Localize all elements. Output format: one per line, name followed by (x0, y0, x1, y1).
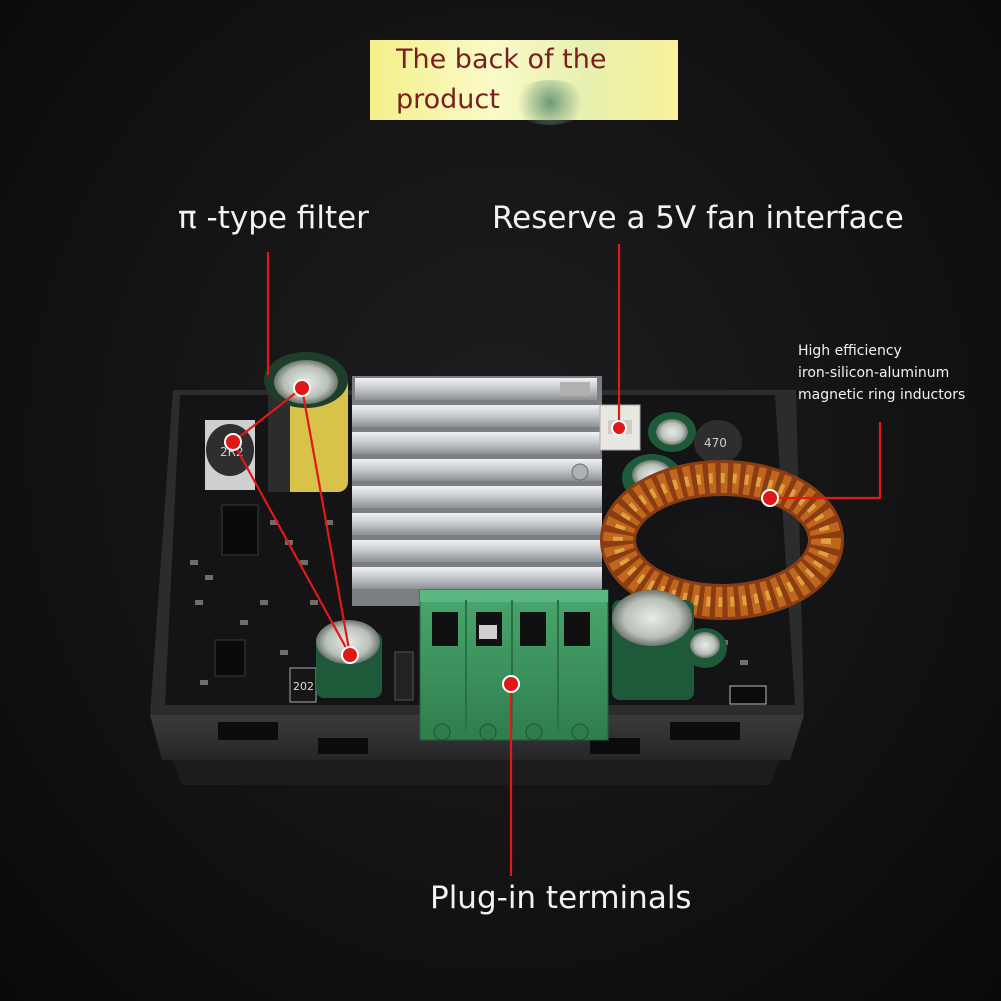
enclosure-base (172, 760, 780, 785)
callout-line-inductor (770, 422, 882, 500)
front-slot (590, 738, 640, 754)
callout-dot-capacitor (293, 379, 311, 397)
terminal-block (419, 589, 609, 741)
callout-dot-terminals (502, 675, 520, 693)
callout-dot-inductor-small (224, 433, 242, 451)
front-slot (218, 722, 278, 740)
banner-blur (510, 80, 590, 125)
callout-label-fan: Reserve a 5V fan interface (492, 200, 904, 236)
callout-label-inductor-line-1: High efficiency (798, 343, 902, 359)
resistor (289, 667, 317, 703)
callout-label-inductor-line-2: iron-silicon-aluminum (798, 365, 950, 381)
diode (394, 651, 414, 701)
resistor-marking: 202 (293, 680, 314, 693)
callout-dots (224, 379, 779, 693)
front-slot (670, 722, 740, 740)
capacitor-small-top (656, 419, 688, 445)
front-slot (318, 738, 368, 754)
toroid-inductor (600, 460, 844, 620)
callout-label-inductor-line-3: magnetic ring inductors (798, 387, 966, 403)
ic-chip (214, 639, 246, 677)
callout-label-inductor: High efficiency iron-silicon-aluminum ma… (798, 340, 965, 406)
callout-dot-capacitor-small (341, 646, 359, 664)
banner-line-1: The back of the (396, 44, 607, 75)
callout-lines (231, 244, 882, 876)
smd-part (729, 685, 767, 705)
heatsink (352, 376, 602, 606)
callout-dot-fan (611, 420, 627, 436)
callout-line-filter-pi (231, 387, 352, 656)
callout-dot-toroid (761, 489, 779, 507)
title-banner: The back of the product (370, 40, 678, 125)
banner-line-2: product (396, 84, 500, 115)
capacitor-large-right-top (612, 590, 692, 646)
capacitor-small-top (690, 632, 720, 658)
inductor-right-marking: 470 (704, 436, 727, 450)
callout-label-filter: π -type filter (178, 200, 369, 236)
ic-chip (221, 504, 259, 556)
inductor-right (694, 420, 742, 464)
callout-label-terminals: Plug-in terminals (430, 880, 692, 916)
